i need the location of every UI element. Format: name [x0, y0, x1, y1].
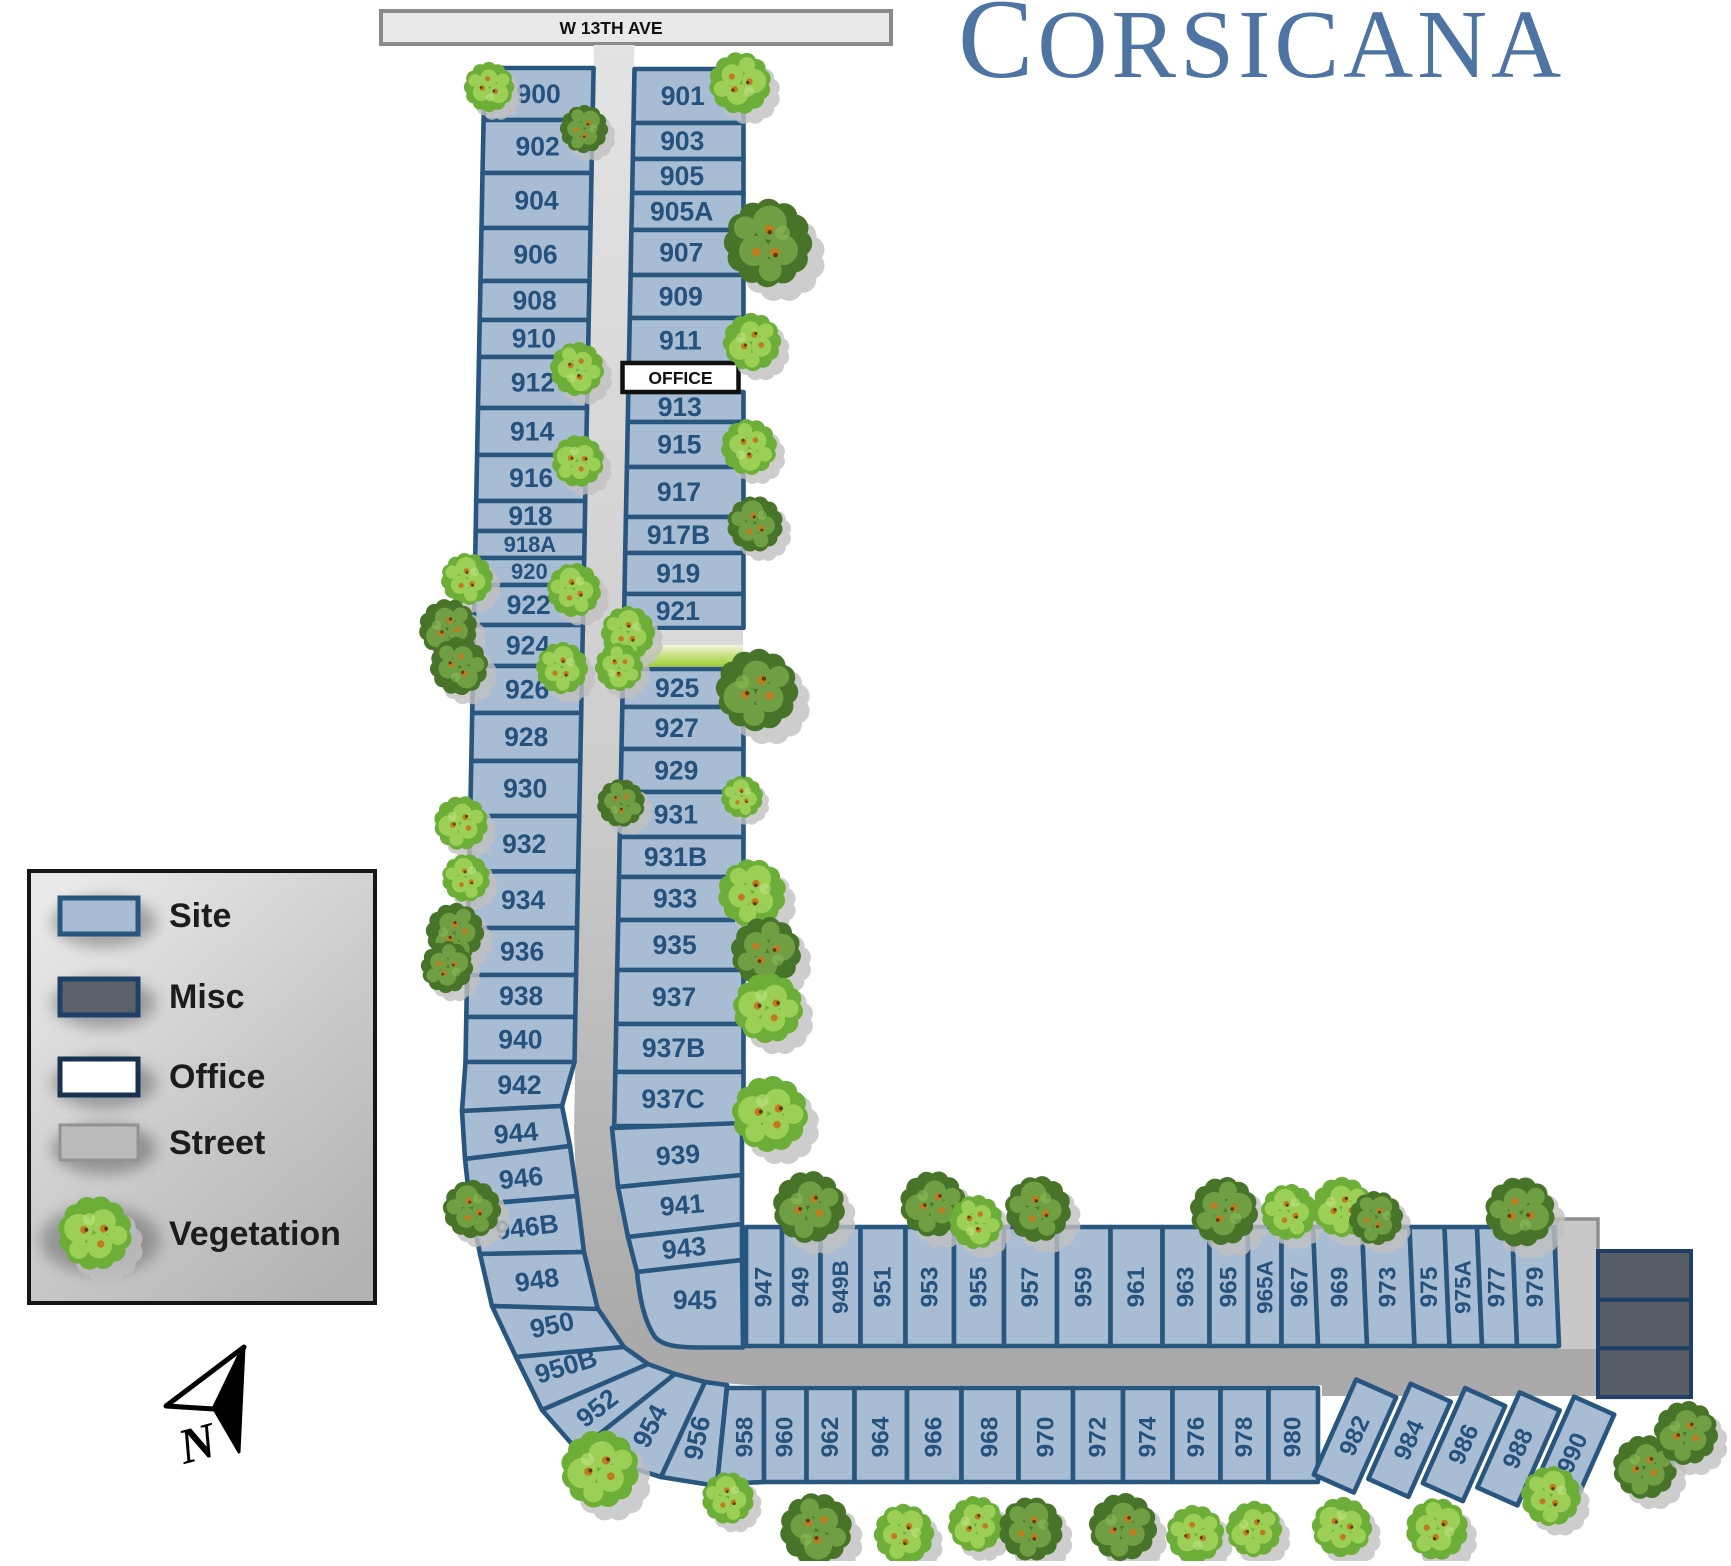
svg-text:955: 955 [966, 1267, 993, 1308]
svg-text:973: 973 [1375, 1267, 1402, 1308]
svg-text:942: 942 [497, 1070, 541, 1100]
svg-text:904: 904 [514, 186, 558, 216]
svg-text:953: 953 [916, 1267, 943, 1308]
svg-text:969: 969 [1327, 1267, 1354, 1308]
svg-text:975A: 975A [1451, 1260, 1476, 1314]
svg-text:915: 915 [657, 430, 701, 460]
svg-text:Vegetation: Vegetation [169, 1215, 341, 1253]
svg-text:909: 909 [659, 282, 703, 312]
svg-text:935: 935 [652, 930, 696, 960]
svg-text:913: 913 [658, 392, 702, 422]
svg-text:914: 914 [510, 417, 554, 447]
svg-text:948: 948 [513, 1262, 561, 1298]
svg-text:940: 940 [498, 1025, 542, 1055]
svg-text:972: 972 [1085, 1417, 1112, 1458]
svg-text:901: 901 [661, 81, 705, 111]
svg-text:900: 900 [516, 79, 560, 109]
svg-text:962: 962 [817, 1417, 844, 1458]
svg-text:931B: 931B [644, 842, 707, 872]
svg-text:902: 902 [515, 132, 559, 162]
svg-text:976: 976 [1183, 1417, 1210, 1458]
svg-text:W 13TH AVE: W 13TH AVE [559, 18, 662, 38]
svg-text:921: 921 [656, 596, 700, 626]
svg-text:965A: 965A [1252, 1260, 1277, 1314]
svg-text:937C: 937C [641, 1084, 704, 1114]
svg-text:931: 931 [654, 800, 698, 830]
svg-text:944: 944 [493, 1116, 540, 1150]
svg-text:960: 960 [772, 1417, 799, 1458]
svg-text:941: 941 [659, 1188, 706, 1222]
svg-text:917B: 917B [647, 520, 710, 550]
svg-text:964: 964 [867, 1416, 894, 1457]
svg-text:949B: 949B [828, 1260, 853, 1314]
svg-text:970: 970 [1032, 1417, 1059, 1458]
svg-text:907: 907 [659, 238, 703, 268]
svg-text:937: 937 [652, 982, 696, 1012]
svg-text:957: 957 [1017, 1267, 1044, 1308]
svg-text:Site: Site [169, 897, 231, 935]
svg-text:943: 943 [660, 1231, 707, 1265]
svg-text:Street: Street [169, 1124, 265, 1162]
svg-text:905A: 905A [650, 197, 713, 227]
svg-text:927: 927 [655, 713, 699, 743]
svg-text:978: 978 [1231, 1417, 1258, 1458]
svg-text:CORSICANA: CORSICANA [958, 0, 1565, 102]
svg-text:974: 974 [1134, 1416, 1161, 1457]
svg-text:919: 919 [656, 559, 700, 589]
svg-text:920: 920 [511, 559, 548, 584]
svg-text:905: 905 [660, 161, 704, 191]
svg-text:961: 961 [1123, 1267, 1150, 1308]
svg-text:916: 916 [509, 463, 553, 493]
svg-text:912: 912 [511, 368, 555, 398]
svg-text:963: 963 [1173, 1267, 1200, 1308]
svg-text:925: 925 [655, 673, 699, 703]
svg-text:911: 911 [659, 326, 702, 356]
svg-text:937B: 937B [642, 1033, 705, 1063]
svg-text:Office: Office [169, 1058, 265, 1096]
svg-text:966: 966 [921, 1417, 948, 1458]
svg-text:977: 977 [1484, 1267, 1511, 1308]
svg-text:929: 929 [654, 756, 698, 786]
svg-text:903: 903 [660, 126, 704, 156]
svg-text:959: 959 [1070, 1267, 1097, 1308]
svg-text:930: 930 [503, 774, 547, 804]
svg-text:936: 936 [500, 937, 544, 967]
svg-text:949: 949 [788, 1267, 815, 1308]
svg-text:932: 932 [502, 829, 546, 859]
svg-text:958: 958 [732, 1417, 759, 1458]
svg-text:975: 975 [1416, 1267, 1443, 1308]
svg-text:980: 980 [1280, 1417, 1307, 1458]
svg-text:965: 965 [1215, 1267, 1242, 1308]
svg-text:934: 934 [501, 885, 545, 915]
svg-text:910: 910 [512, 324, 556, 354]
svg-text:908: 908 [512, 286, 556, 316]
svg-text:922: 922 [507, 590, 551, 620]
svg-text:951: 951 [870, 1267, 897, 1308]
svg-text:968: 968 [977, 1417, 1004, 1458]
svg-text:917: 917 [657, 477, 701, 507]
svg-text:OFFICE: OFFICE [648, 368, 712, 388]
svg-text:947: 947 [751, 1267, 778, 1308]
svg-text:906: 906 [513, 240, 557, 270]
svg-text:Misc: Misc [169, 978, 245, 1016]
svg-text:979: 979 [1522, 1267, 1549, 1308]
svg-text:938: 938 [499, 981, 543, 1011]
svg-text:933: 933 [653, 884, 697, 914]
svg-text:918A: 918A [504, 532, 557, 557]
svg-text:918: 918 [508, 501, 552, 531]
svg-text:945: 945 [673, 1285, 717, 1315]
svg-text:928: 928 [504, 722, 548, 752]
svg-text:939: 939 [655, 1138, 701, 1171]
svg-text:967: 967 [1286, 1267, 1313, 1308]
svg-text:946: 946 [497, 1161, 544, 1195]
